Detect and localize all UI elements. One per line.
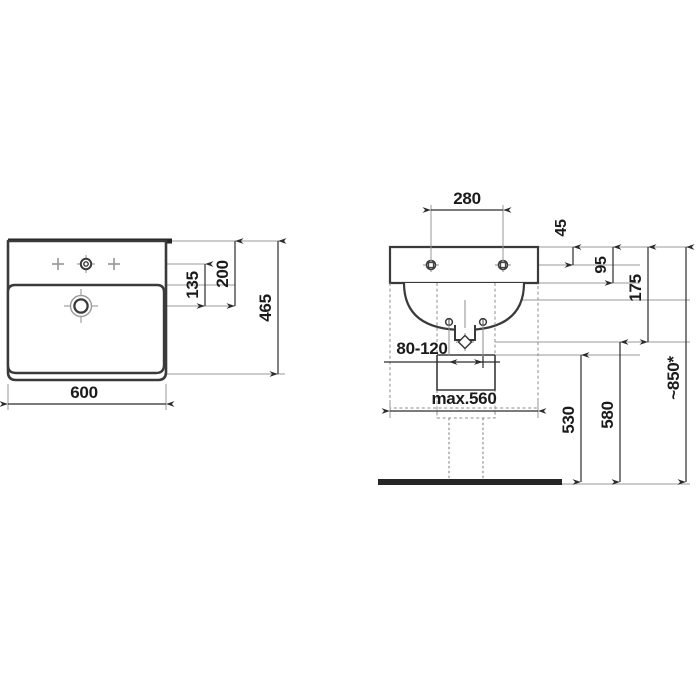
- dimension-45-label: 45: [553, 219, 570, 237]
- dimension-850: ~850*: [664, 244, 695, 485]
- dimension-200-label: 200: [213, 260, 232, 287]
- dimension-95: 95: [593, 244, 622, 286]
- dimension-175: 175: [626, 244, 657, 345]
- top-view-group: 135 200 465 600: [0, 238, 287, 410]
- dimension-280-label: 280: [453, 189, 480, 208]
- dimension-530-label: 530: [559, 406, 578, 433]
- dimension-600: 600: [0, 383, 175, 410]
- dimension-465: 465: [256, 238, 287, 377]
- cabinet-outline-dashed: [389, 283, 539, 419]
- dimension-580-label: 580: [598, 401, 617, 428]
- optional-hole-left-icon: [52, 258, 64, 270]
- dimension-max-560-label: max.560: [431, 389, 496, 408]
- dimension-465-label: 465: [256, 294, 275, 321]
- top-view-bowl-rim: [6, 283, 166, 375]
- support-bracket-outline: [436, 355, 496, 391]
- dimension-80-120-label: 80-120: [396, 339, 447, 358]
- supply-pipes-dashed: [448, 418, 484, 481]
- waste-connection-diamond-icon: [456, 333, 474, 351]
- tap-hole-center-icon: [77, 255, 95, 273]
- dimension-200: 200: [213, 238, 244, 309]
- dimension-135-label: 135: [183, 271, 202, 298]
- waste-outlet-icon: [64, 289, 98, 323]
- optional-hole-right-icon: [108, 258, 120, 270]
- dimension-175-label: 175: [626, 274, 645, 301]
- dimension-280: 280: [422, 189, 512, 213]
- dimension-530: 530: [559, 352, 590, 485]
- wall-fixing-right-icon: [478, 317, 488, 356]
- tap-hole-right-section-icon: [495, 258, 511, 272]
- wall-fixing-left-icon: [444, 317, 454, 356]
- dimension-850-label: ~850*: [664, 356, 683, 400]
- side-view-group: 280 45 95 175 80-120: [378, 189, 695, 485]
- dimension-45: 45: [553, 219, 582, 268]
- dimension-80-120: 80-120: [384, 339, 500, 368]
- dimension-580: 580: [598, 339, 629, 485]
- side-view-rim-slab: [388, 245, 540, 285]
- dimension-95-label: 95: [593, 256, 610, 274]
- dimension-135: 135: [183, 261, 214, 309]
- dimension-600-label: 600: [70, 383, 97, 402]
- dimension-max-560: max.560: [381, 389, 547, 418]
